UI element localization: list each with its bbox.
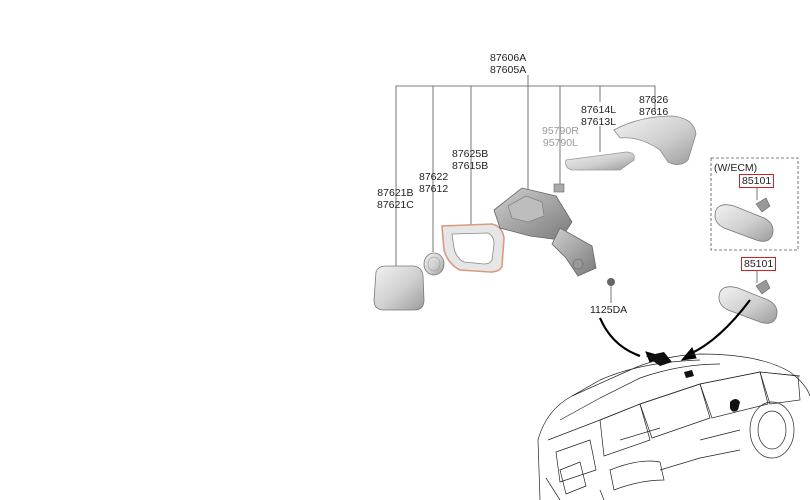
label-side-repeater-line1: 87614L (581, 104, 617, 116)
label-camera-line1: 95790R (542, 125, 579, 137)
label-screw: 1125DA (590, 304, 628, 316)
label-ecm-variant: (W/ECM) (714, 162, 758, 174)
label-inside-mirror: 85101 (741, 257, 777, 271)
cover-cap-part (613, 115, 697, 165)
label-side-repeater: 87614L 87613L (581, 104, 616, 128)
label-frame-line1: 87625B (452, 148, 489, 160)
mirror-housing-part (493, 187, 597, 277)
label-glass-line1: 87621B (377, 187, 414, 199)
label-lamp-line2: 87612 (419, 183, 449, 195)
label-glass-line2: 87621C (377, 199, 414, 211)
label-cover-cap-line1: 87626 (639, 94, 669, 106)
leader-lines (395, 75, 799, 303)
car-outline (537, 353, 810, 500)
label-inside-mirror-ecm: 85101 (739, 174, 775, 188)
ecm-variant-box (710, 157, 799, 251)
inside-mirror-part (718, 279, 778, 324)
label-camera-line2: 95790L (542, 137, 578, 149)
label-frame: 87625B 87615B (452, 148, 488, 172)
location-arrows (598, 299, 751, 363)
label-housing-main-line1: 87606A (490, 52, 527, 64)
side-repeater-part (565, 151, 635, 171)
label-housing-main: 87606A 87605A (490, 52, 526, 76)
mirror-frame-part (441, 223, 505, 273)
screw-part (607, 278, 615, 286)
car-mirror-detail (646, 352, 740, 412)
label-glass: 87621B 87621C (377, 187, 414, 211)
label-side-repeater-line2: 87613L (581, 116, 617, 128)
label-cover-cap: 87626 87616 (639, 94, 668, 118)
inside-mirror-ecm-part (714, 197, 774, 242)
label-camera: 95790R 95790L (542, 125, 579, 149)
side-lamp-part (423, 252, 445, 276)
label-lamp-line1: 87622 (419, 171, 449, 183)
camera-part (553, 183, 565, 193)
label-frame-line2: 87615B (452, 160, 489, 172)
label-cover-cap-line2: 87616 (639, 106, 669, 118)
mirror-glass-part (373, 265, 425, 311)
label-housing-main-line2: 87605A (490, 64, 527, 76)
label-lamp: 87622 87612 (419, 171, 448, 195)
main-bracket-line (395, 85, 656, 270)
